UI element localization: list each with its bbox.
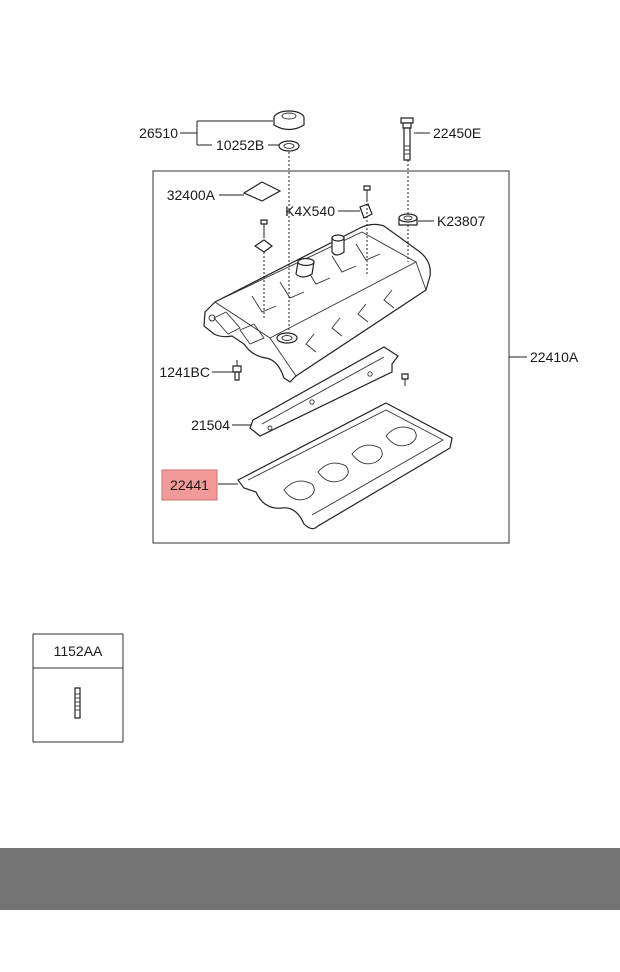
- baffle-plate: [249, 346, 399, 437]
- label-k23807: K23807: [437, 213, 485, 229]
- washer-k23807: [398, 213, 418, 226]
- leader-lines: [180, 120, 527, 485]
- plate-bolt: [401, 373, 409, 386]
- bolt-22450e: [400, 117, 414, 161]
- stud-bolt-icon: [74, 687, 81, 719]
- valve-cover-gasket: [237, 402, 453, 530]
- label-plate: [242, 181, 282, 202]
- clip-k4x540: [359, 203, 373, 219]
- cap-gasket: [278, 140, 300, 152]
- oil-filler-cap: [273, 110, 305, 131]
- label-22441: 22441: [170, 477, 209, 493]
- label-22410a: 22410A: [530, 349, 579, 365]
- small-screw: [363, 185, 371, 200]
- highlight-box: [161, 469, 218, 501]
- label-10252b: 10252B: [216, 137, 264, 153]
- label-1241bc: 1241BC: [159, 364, 210, 380]
- label-k4x540: K4X540: [285, 203, 335, 219]
- label-22450e: 22450E: [433, 125, 481, 141]
- valve-cover: [203, 223, 431, 383]
- footer-text: HYUNDAI KIA - 224414X950 N - 22441: [103, 928, 529, 953]
- footer-bar: HYUNDAI KIA - 224414X950 N - 22441: [0, 848, 620, 953]
- label-26510: 26510: [139, 125, 178, 141]
- label-21504: 21504: [191, 417, 230, 433]
- parts-diagram: 26510 10252B 22450E 32400A K4X540 K23807…: [32, 110, 579, 743]
- bolt-1241bc: [232, 365, 242, 381]
- label-32400a: 32400A: [167, 187, 216, 203]
- stud-pin: [253, 219, 273, 253]
- label-1152aa: 1152AA: [54, 643, 103, 659]
- part-box-1152aa: [32, 633, 124, 743]
